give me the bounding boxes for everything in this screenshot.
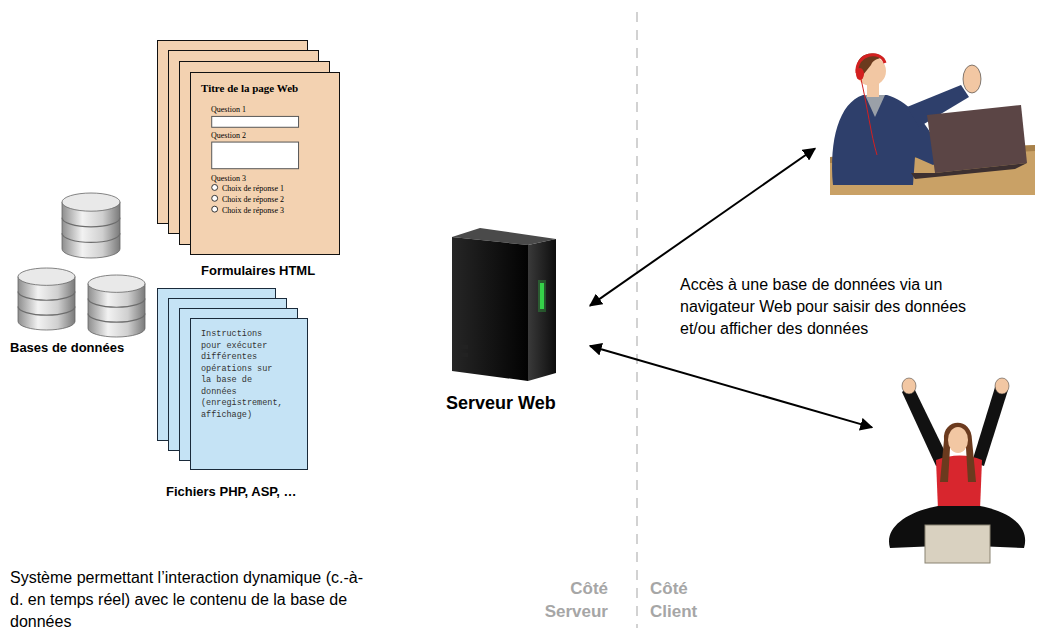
double-arrow [590, 346, 872, 427]
client-woman-laptop [872, 378, 1034, 568]
annotation-text: Accès à une base de données via un navig… [680, 274, 996, 340]
field-label: Question 1 [211, 105, 246, 114]
client-node [872, 378, 1034, 568]
group-caption: Fichiers PHP, ASP, … [166, 484, 297, 499]
form-fields [191, 73, 339, 254]
side-label: Côté Client [650, 577, 722, 623]
divider-line [636, 12, 638, 628]
client-node [815, 45, 1035, 195]
choice-label: Choix de réponse 1 [222, 184, 284, 194]
node: Instructions pour exécuter différentes o… [190, 318, 308, 470]
caption-text: Système permettant l’interaction dynamiq… [10, 567, 366, 631]
choice-label: Choix de réponse 3 [222, 206, 284, 216]
script-text: Instructions pour exécuter différentes o… [201, 329, 285, 421]
database-icons [8, 190, 158, 362]
server-label: Serveur Web [446, 393, 556, 414]
form-node: Titre de la page WebQuestion 1 Question 2… [190, 72, 340, 255]
side-label: Côté Serveur [536, 577, 608, 623]
server-node: Serveur Web [440, 225, 590, 417]
choice-label: Choix de réponse 2 [222, 195, 284, 205]
group-caption: Formulaires HTML [201, 263, 315, 278]
page-title: Titre de la page Web [201, 82, 298, 94]
group-caption: Bases de données [10, 340, 124, 355]
field-label: Question 3 [211, 174, 246, 183]
server-tower [440, 225, 590, 417]
field-label: Question 2 [211, 131, 246, 140]
database-node: Bases de données [8, 190, 158, 362]
client-man-laptop [815, 45, 1035, 195]
